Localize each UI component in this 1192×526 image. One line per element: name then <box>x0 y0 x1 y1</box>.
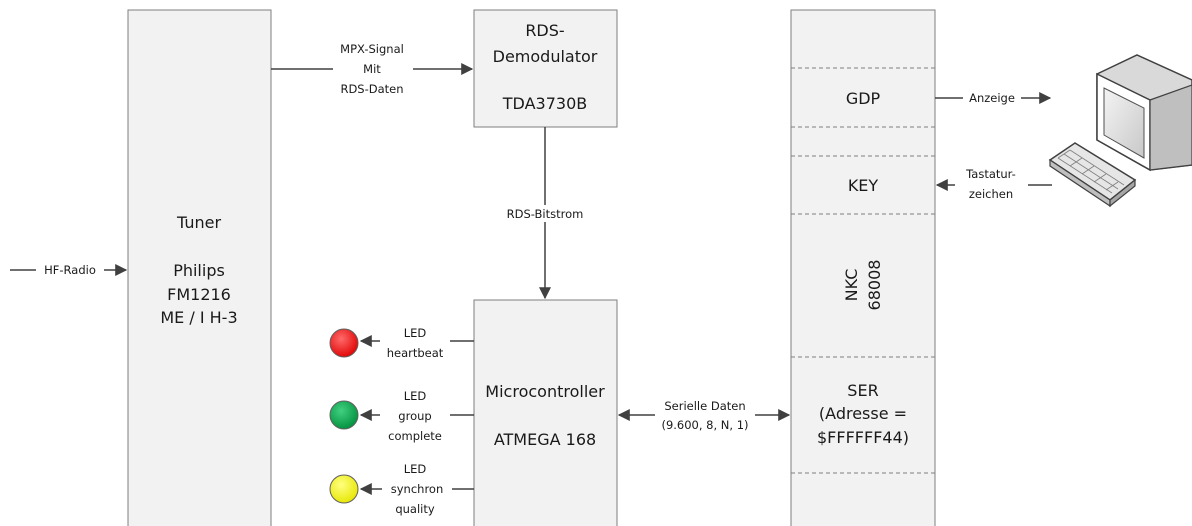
mpx-label-bg <box>333 40 413 98</box>
nkc-name-line2: 68008 <box>865 260 884 311</box>
mpx-label-line2: Mit <box>363 62 381 76</box>
tastatur-label-line2: zeichen <box>969 187 1013 201</box>
tuner-block: Tuner Philips FM1216 ME / I H-3 <box>127 9 272 526</box>
tastatur-link: Tastatur- zeichen <box>935 166 1052 202</box>
demodulator-chip: TDA3730B <box>502 94 587 113</box>
microcontroller-title: Microcontroller <box>485 382 605 401</box>
led-group-complete-group: LED group complete <box>329 389 474 443</box>
demodulator-line1: RDS- <box>525 21 564 40</box>
led-heartbeat-icon <box>329 328 359 358</box>
tuner-variant: ME / I H-3 <box>160 308 237 327</box>
serial-label-line1: Serielle Daten <box>664 399 745 413</box>
tuner-manufacturer: Philips <box>173 261 225 280</box>
nkc-ser-line2: (Adresse = <box>819 404 907 423</box>
led-group-complete-icon <box>329 400 359 430</box>
led-heartbeat-label-line2: heartbeat <box>387 346 444 360</box>
anzeige-label: Anzeige <box>969 91 1015 105</box>
led-synchron-quality-label-line3: quality <box>395 502 435 516</box>
nkc-gdp-module: GDP <box>846 89 881 108</box>
hf-radio-label: HF-Radio <box>44 263 96 277</box>
serial-label-bg <box>655 397 755 433</box>
demodulator-line2: Demodulator <box>493 47 598 66</box>
rds-bitstream-link: RDS-Bitstrom <box>498 127 592 300</box>
nkc-name-line1: NKC <box>842 269 861 302</box>
mpx-signal-link: MPX-Signal Mit RDS-Daten <box>271 40 474 98</box>
monitor-icon <box>1096 54 1192 172</box>
nkc-ser-line1: SER <box>847 381 878 400</box>
led-synchron-quality-label-line2: synchron <box>391 482 444 496</box>
led-synchron-quality-label-line1: LED <box>404 462 427 476</box>
serial-data-link: Serielle Daten (9.600, 8, N, 1) <box>617 397 791 433</box>
anzeige-link: Anzeige <box>935 89 1052 106</box>
nkc-key-module: KEY <box>848 176 879 195</box>
tuner-model: FM1216 <box>167 285 231 304</box>
hf-label-bg <box>36 261 104 278</box>
led-group-complete-label-line1: LED <box>404 389 427 403</box>
led-heartbeat-label-line1: LED <box>404 326 427 340</box>
tastatur-label-line1: Tastatur- <box>965 167 1016 181</box>
mpx-label-line3: RDS-Daten <box>340 82 403 96</box>
keyboard-icon <box>1048 142 1137 208</box>
microcontroller-block: Microcontroller ATMEGA 168 <box>473 299 618 526</box>
tuner-title: Tuner <box>176 213 221 232</box>
led-synchron-quality-icon <box>329 474 359 504</box>
mpx-label-line1: MPX-Signal <box>340 42 404 56</box>
led-group-complete-label-line2: group <box>398 409 431 423</box>
bitstream-label-bg <box>498 205 592 222</box>
serial-label-line2: (9.600, 8, N, 1) <box>661 418 748 432</box>
nkc-ser-line3: $FFFFFF44) <box>817 428 909 447</box>
nkc-68008-block: GDP KEY NKC 68008 SER (Adresse = $FFFFFF… <box>790 9 936 526</box>
led-group-complete-label-line3: complete <box>388 429 442 443</box>
bitstream-label: RDS-Bitstrom <box>507 207 584 221</box>
anzeige-label-bg <box>963 89 1021 106</box>
tastatur-label-bg <box>955 166 1028 202</box>
microcontroller-chip: ATMEGA 168 <box>494 430 596 449</box>
hf-radio-input: HF-Radio <box>10 261 128 278</box>
led-synchron-quality-group: LED synchron quality <box>329 462 474 516</box>
rds-demodulator-block: RDS- Demodulator TDA3730B <box>473 9 618 128</box>
led-heartbeat-group: LED heartbeat <box>329 326 474 360</box>
